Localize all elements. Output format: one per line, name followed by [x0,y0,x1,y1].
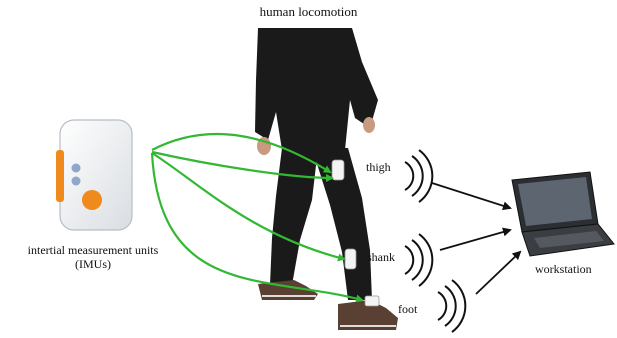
imu-label-line2: (IMUs) [8,257,178,271]
wireless-signal-icon [438,280,465,332]
wireless-signal-icon [405,150,432,202]
arrow-foot-to-workstation [476,252,520,294]
foot-label: foot [398,302,417,316]
thigh-label: thigh [366,160,391,174]
workstation-label: workstation [535,262,592,276]
shank-label: shank [367,250,395,264]
wireless-signal-icon [405,234,432,286]
arrow-thigh-to-workstation [432,183,510,208]
laptop-icon [512,172,614,256]
imu-device-icon [56,120,132,230]
arrow-shank-to-workstation [440,230,510,250]
imu-label-line1: intertial measurement units [8,243,178,257]
imu-label: intertial measurement units (IMUs) [8,243,178,271]
black-arrows [432,183,520,294]
